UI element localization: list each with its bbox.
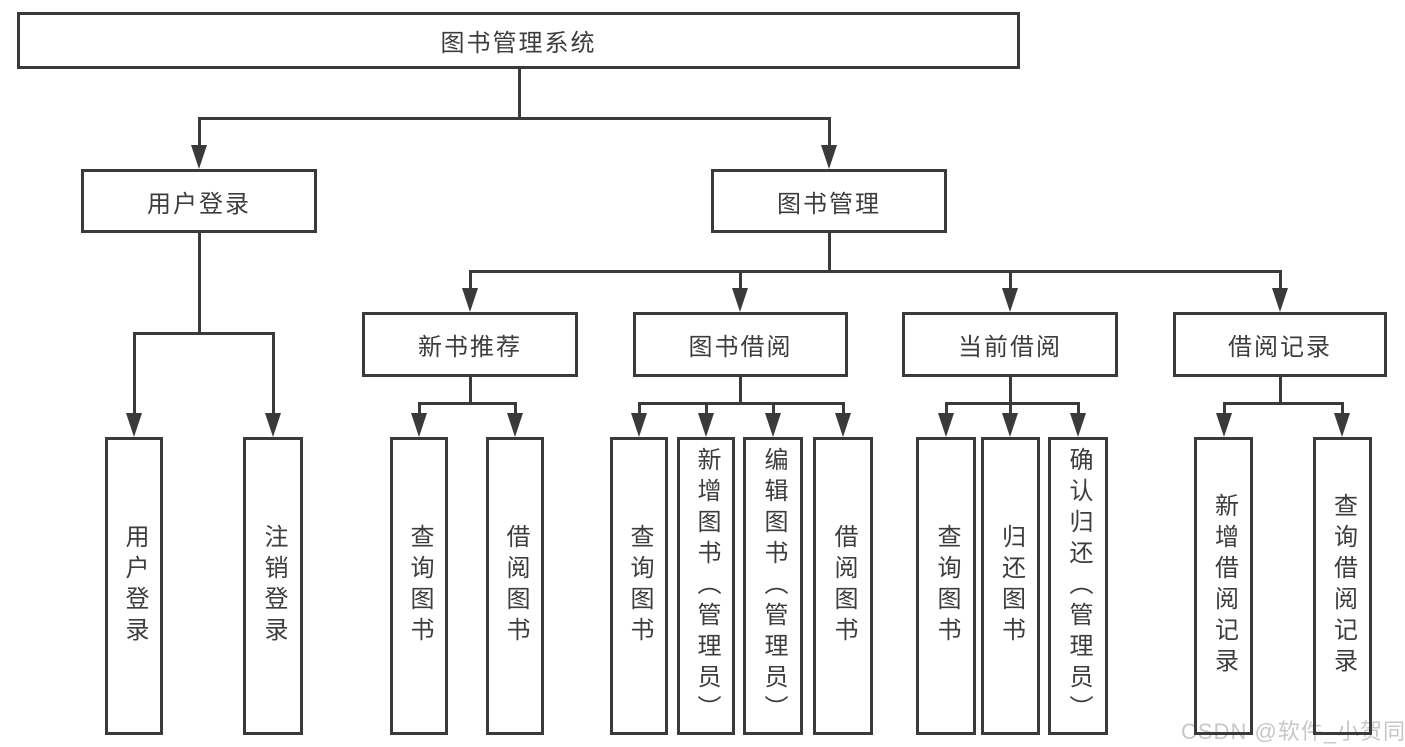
arrowhead-down [938,413,954,437]
arrowhead-down [265,413,281,437]
connector-stub [841,402,845,415]
leaf-borrowing-edit-book-admin: 编辑图书（管理员） [743,437,803,735]
leaf-borrowing-add-book-admin: 新增图书（管理员） [677,437,735,735]
node-book-management: 图书管理 [711,169,947,233]
csdn-watermark: CSDN @软件_小贺同学 [1181,719,1405,744]
connector-stub [271,332,275,415]
connector-branch [468,270,1282,273]
connector-stub [738,270,742,290]
node-root: 图书管理系统 [17,12,1020,69]
leaf-records-add-record-label: 新增借阅记录 [1210,493,1238,679]
leaf-borrowing-edit-book-admin-label: 编辑图书（管理员） [760,446,787,726]
connector-stub [132,332,136,415]
leaf-logout-login-label: 注销登录 [260,524,287,648]
connector-branch [1222,402,1344,405]
leaf-recommend-borrow-book-label: 借阅图书 [502,524,529,648]
arrowhead-down [1334,413,1350,437]
leaf-records-add-record: 新增借阅记录 [1194,437,1253,735]
connector-stub [197,117,201,147]
leaf-user-login-label: 用户登录 [121,524,148,648]
connector-stub [704,402,708,415]
connector-branch [944,402,1080,405]
connector-stub [513,402,517,415]
arrowhead-down [1002,413,1018,437]
node-user-login-label: 用户登录 [147,190,251,218]
arrowhead-down [1070,413,1086,437]
leaf-recommend-query-book: 查询图书 [390,437,448,735]
leaf-borrowing-borrow-book: 借阅图书 [813,437,873,735]
leaf-current-return-book-label: 归还图书 [997,524,1025,648]
connector-trunk [1278,377,1282,405]
connector-stub [417,402,421,415]
leaf-current-confirm-return-admin: 确认归还（管理员） [1048,437,1108,735]
arrowhead-down [732,288,748,312]
connector-trunk [197,233,201,335]
arrowhead-down [462,288,478,312]
connector-branch [132,332,275,335]
leaf-recommend-query-book-label: 查询图书 [406,524,433,648]
arrowhead-down [411,413,427,437]
leaf-current-query-book-label: 查询图书 [933,524,960,648]
connector-stub [771,402,775,415]
node-user-login: 用户登录 [81,169,317,233]
arrowhead-down [507,413,523,437]
node-new-book-recommend: 新书推荐 [362,312,578,377]
connector-branch [197,117,831,120]
connector-stub [944,402,948,415]
node-root-label: 图书管理系统 [440,30,597,57]
connector-trunk [517,69,521,120]
arrowhead-down [631,413,647,437]
connector-stub [1340,402,1344,415]
arrowhead-down [1216,413,1232,437]
leaf-records-query-record-label: 查询借阅记录 [1329,493,1357,679]
connector-stub [468,270,472,290]
node-borrowing-records-label: 借阅记录 [1228,334,1332,361]
leaf-borrowing-query-book-label: 查询图书 [626,524,653,648]
arrowhead-down [698,413,714,437]
connector-stub [1222,402,1226,415]
node-book-borrowing-label: 图书借阅 [688,334,793,361]
connector-stub [1008,402,1012,415]
arrowhead-down [765,413,781,437]
connector-stub [637,402,641,415]
leaf-borrowing-query-book: 查询图书 [610,437,668,735]
leaf-current-query-book: 查询图书 [916,437,976,735]
node-current-borrowing: 当前借阅 [902,312,1118,377]
leaf-borrowing-borrow-book-label: 借阅图书 [830,524,857,648]
connector-branch [417,402,517,405]
leaf-borrowing-add-book-admin-label: 新增图书（管理员） [693,446,720,726]
connector-stub [1076,402,1080,415]
connector-branch [637,402,845,405]
node-current-borrowing-label: 当前借阅 [958,334,1062,361]
node-book-borrowing: 图书借阅 [633,312,848,377]
node-book-management-label: 图书管理 [777,190,881,218]
arrowhead-down [821,145,837,169]
connector-trunk [738,377,742,405]
arrowhead-down [1272,288,1288,312]
connector-trunk [827,233,831,273]
node-new-book-recommend-label: 新书推荐 [418,334,522,361]
arrowhead-down [126,413,142,437]
leaf-current-confirm-return-admin-label: 确认归还（管理员） [1065,446,1092,726]
leaf-logout-login: 注销登录 [243,437,303,735]
arrowhead-down [1002,288,1018,312]
node-borrowing-records: 借阅记录 [1173,312,1387,377]
connector-stub [1008,270,1012,290]
connector-stub [827,117,831,147]
arrowhead-down [835,413,851,437]
connector-stub [1278,270,1282,290]
leaf-recommend-borrow-book: 借阅图书 [486,437,544,735]
leaf-user-login: 用户登录 [105,437,163,735]
leaf-records-query-record: 查询借阅记录 [1313,437,1372,735]
connector-trunk [468,377,472,405]
connector-trunk [1008,377,1012,405]
leaf-current-return-book: 归还图书 [981,437,1040,735]
arrowhead-down [191,145,207,169]
